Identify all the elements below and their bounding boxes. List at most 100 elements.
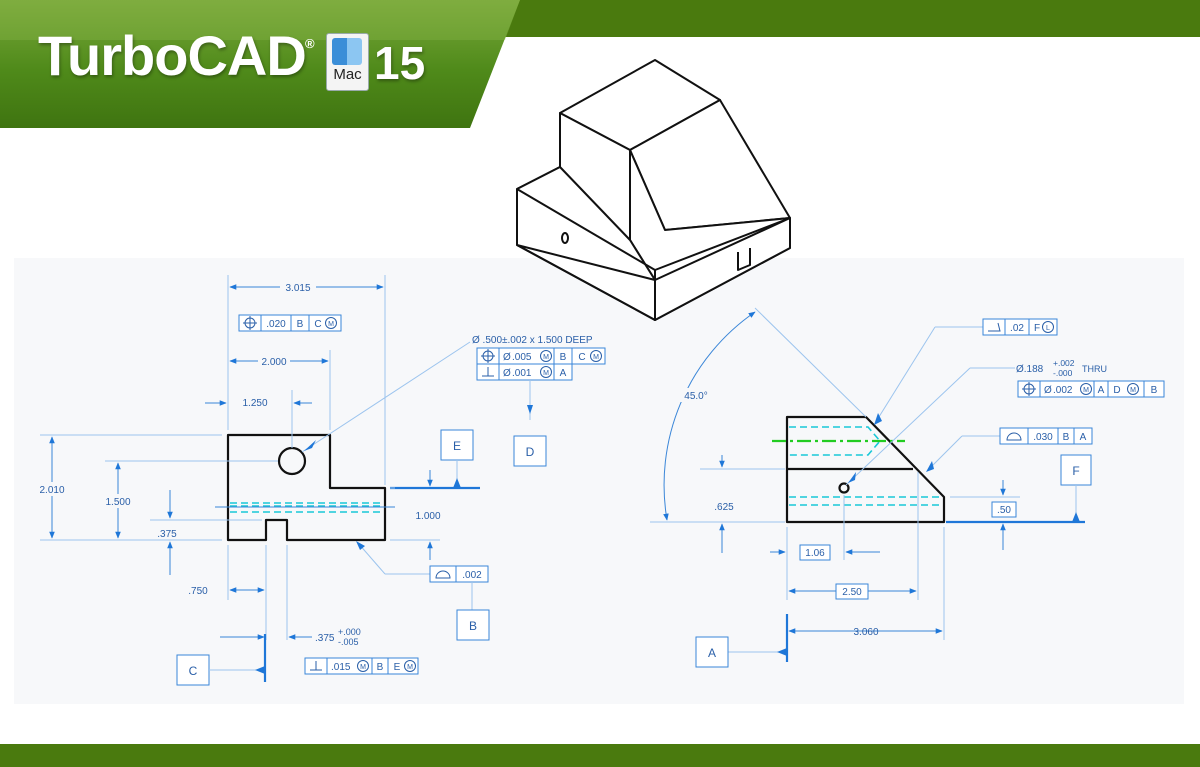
dim-106: 1.06 [805,548,825,559]
svg-text:M: M [1130,387,1136,394]
svg-text:M: M [543,370,549,377]
hole-thru: THRU [1082,364,1107,374]
fcf-side-hole-position: Ø .002 M A D M B [1017,380,1165,398]
mac-finder-icon: Mac [326,33,369,91]
svg-text:M: M [543,354,549,361]
mmc-icon [590,350,602,362]
mmc-icon [1127,383,1139,395]
front-hole [277,446,307,476]
front-view: 3.015 2.000 1.250 2.010 1.500 .375 1.000… [38,275,606,686]
footer-bar [0,744,1200,767]
svg-text:B: B [377,662,384,673]
svg-text:Ø: Ø [1044,385,1052,396]
iso-hole-icon [561,232,569,244]
fcf-position-top: .020 B C M [238,314,342,332]
dim-1500: 1.500 [105,497,130,508]
dim-1000: 1.000 [415,511,440,522]
svg-text:C: C [578,352,585,363]
datum-a-box [695,636,729,668]
dim-106-box [799,544,831,561]
dim-angle-45: 45.0° [684,391,707,402]
svg-text:.002: .002 [1053,385,1073,396]
dim-2010: 2.010 [39,485,64,496]
dim-250: 2.50 [842,587,862,598]
dim-0750: .750 [188,586,208,597]
svg-text:C: C [314,319,321,330]
svg-text:M: M [407,664,413,671]
dim-0375-slot: .375 [315,633,335,644]
dim-050: .50 [997,505,1011,516]
svg-text:.001: .001 [512,368,532,379]
svg-text:A: A [1098,385,1105,396]
svg-text:.015: .015 [331,662,351,673]
hole-tol-minus: -.000 [1053,368,1073,378]
dim-1250: 1.250 [242,398,267,409]
registered-mark: ® [305,36,315,51]
svg-text:.020: .020 [266,319,286,330]
mmc-icon [404,660,416,672]
datum-a-label: A [708,646,716,660]
svg-text:B: B [1063,432,1070,443]
svg-text:L: L [1046,325,1050,332]
datum-d-label: D [526,445,535,459]
dim-0625: .625 [714,502,734,513]
finder-face-icon [332,38,362,65]
fcf-angularity: .02 F L [982,318,1058,336]
platform-label: Mac [333,66,362,83]
svg-text:M: M [593,354,599,361]
hole-callout-side: Ø.188 [1016,364,1044,375]
datum-b-box [456,609,490,641]
datum-c-label: C [189,664,198,678]
svg-text:Ø: Ø [503,352,511,363]
isometric-part [516,59,791,321]
side-hole [838,482,850,494]
version-number: 15 [374,37,426,89]
dim-3060: 3.060 [853,627,878,638]
svg-text:B: B [297,319,304,330]
fcf-profile-front: .002 [429,565,489,583]
dim-050-box [991,501,1017,518]
profile-surface-icon [1006,432,1022,441]
brand-name: TurboCAD [38,24,307,87]
hole-tol-plus: +.002 [1053,358,1075,368]
dim-250-box [835,583,869,600]
svg-text:A: A [560,368,567,379]
svg-text:.002: .002 [462,570,482,581]
mmc-icon [357,660,369,672]
mmc-icon [540,366,552,378]
svg-text:M: M [1083,387,1089,394]
svg-text:E: E [394,662,401,673]
hole-callout-front: Ø .500±.002 x 1.500 DEEP [472,335,593,346]
mmc-icon [1080,383,1092,395]
fcf-slot-perpendicularity: .015 M B E M [304,657,419,675]
datum-f-box [1060,454,1092,486]
mmc-icon [540,350,552,362]
dim-3015: 3.015 [285,283,310,294]
datum-d-box [513,435,547,467]
dim-slot-tol-minus: -.005 [338,637,359,647]
svg-text:M: M [328,321,334,328]
angularity-icon [988,322,1001,332]
svg-text:.030: .030 [1033,432,1053,443]
datum-e-label: E [453,439,461,453]
dim-0375-vert: .375 [157,529,177,540]
fcf-hole-perpendicularity: Ø .001 M A [476,363,573,381]
header-banner [0,0,520,128]
fcf-profile-side: .030 B A [999,427,1093,445]
profile-surface-icon [435,570,451,579]
svg-text:B: B [1151,385,1158,396]
datum-f-label: F [1072,464,1079,478]
svg-text:A: A [1080,432,1087,443]
fcf-hole-position: Ø .005 M B C M [476,347,606,365]
side-view: 45.0° .625 .50 1.06 2.50 3.060 A [650,307,1165,668]
dim-slot-tol-plus: +.000 [338,627,361,637]
svg-text:B: B [560,352,567,363]
svg-text:D: D [1113,385,1120,396]
datum-b-label: B [469,619,477,633]
svg-text:M: M [360,664,366,671]
svg-text:.02: .02 [1010,323,1024,334]
svg-text:.005: .005 [512,352,532,363]
lmc-icon [1042,321,1054,333]
svg-text:F: F [1034,323,1040,334]
